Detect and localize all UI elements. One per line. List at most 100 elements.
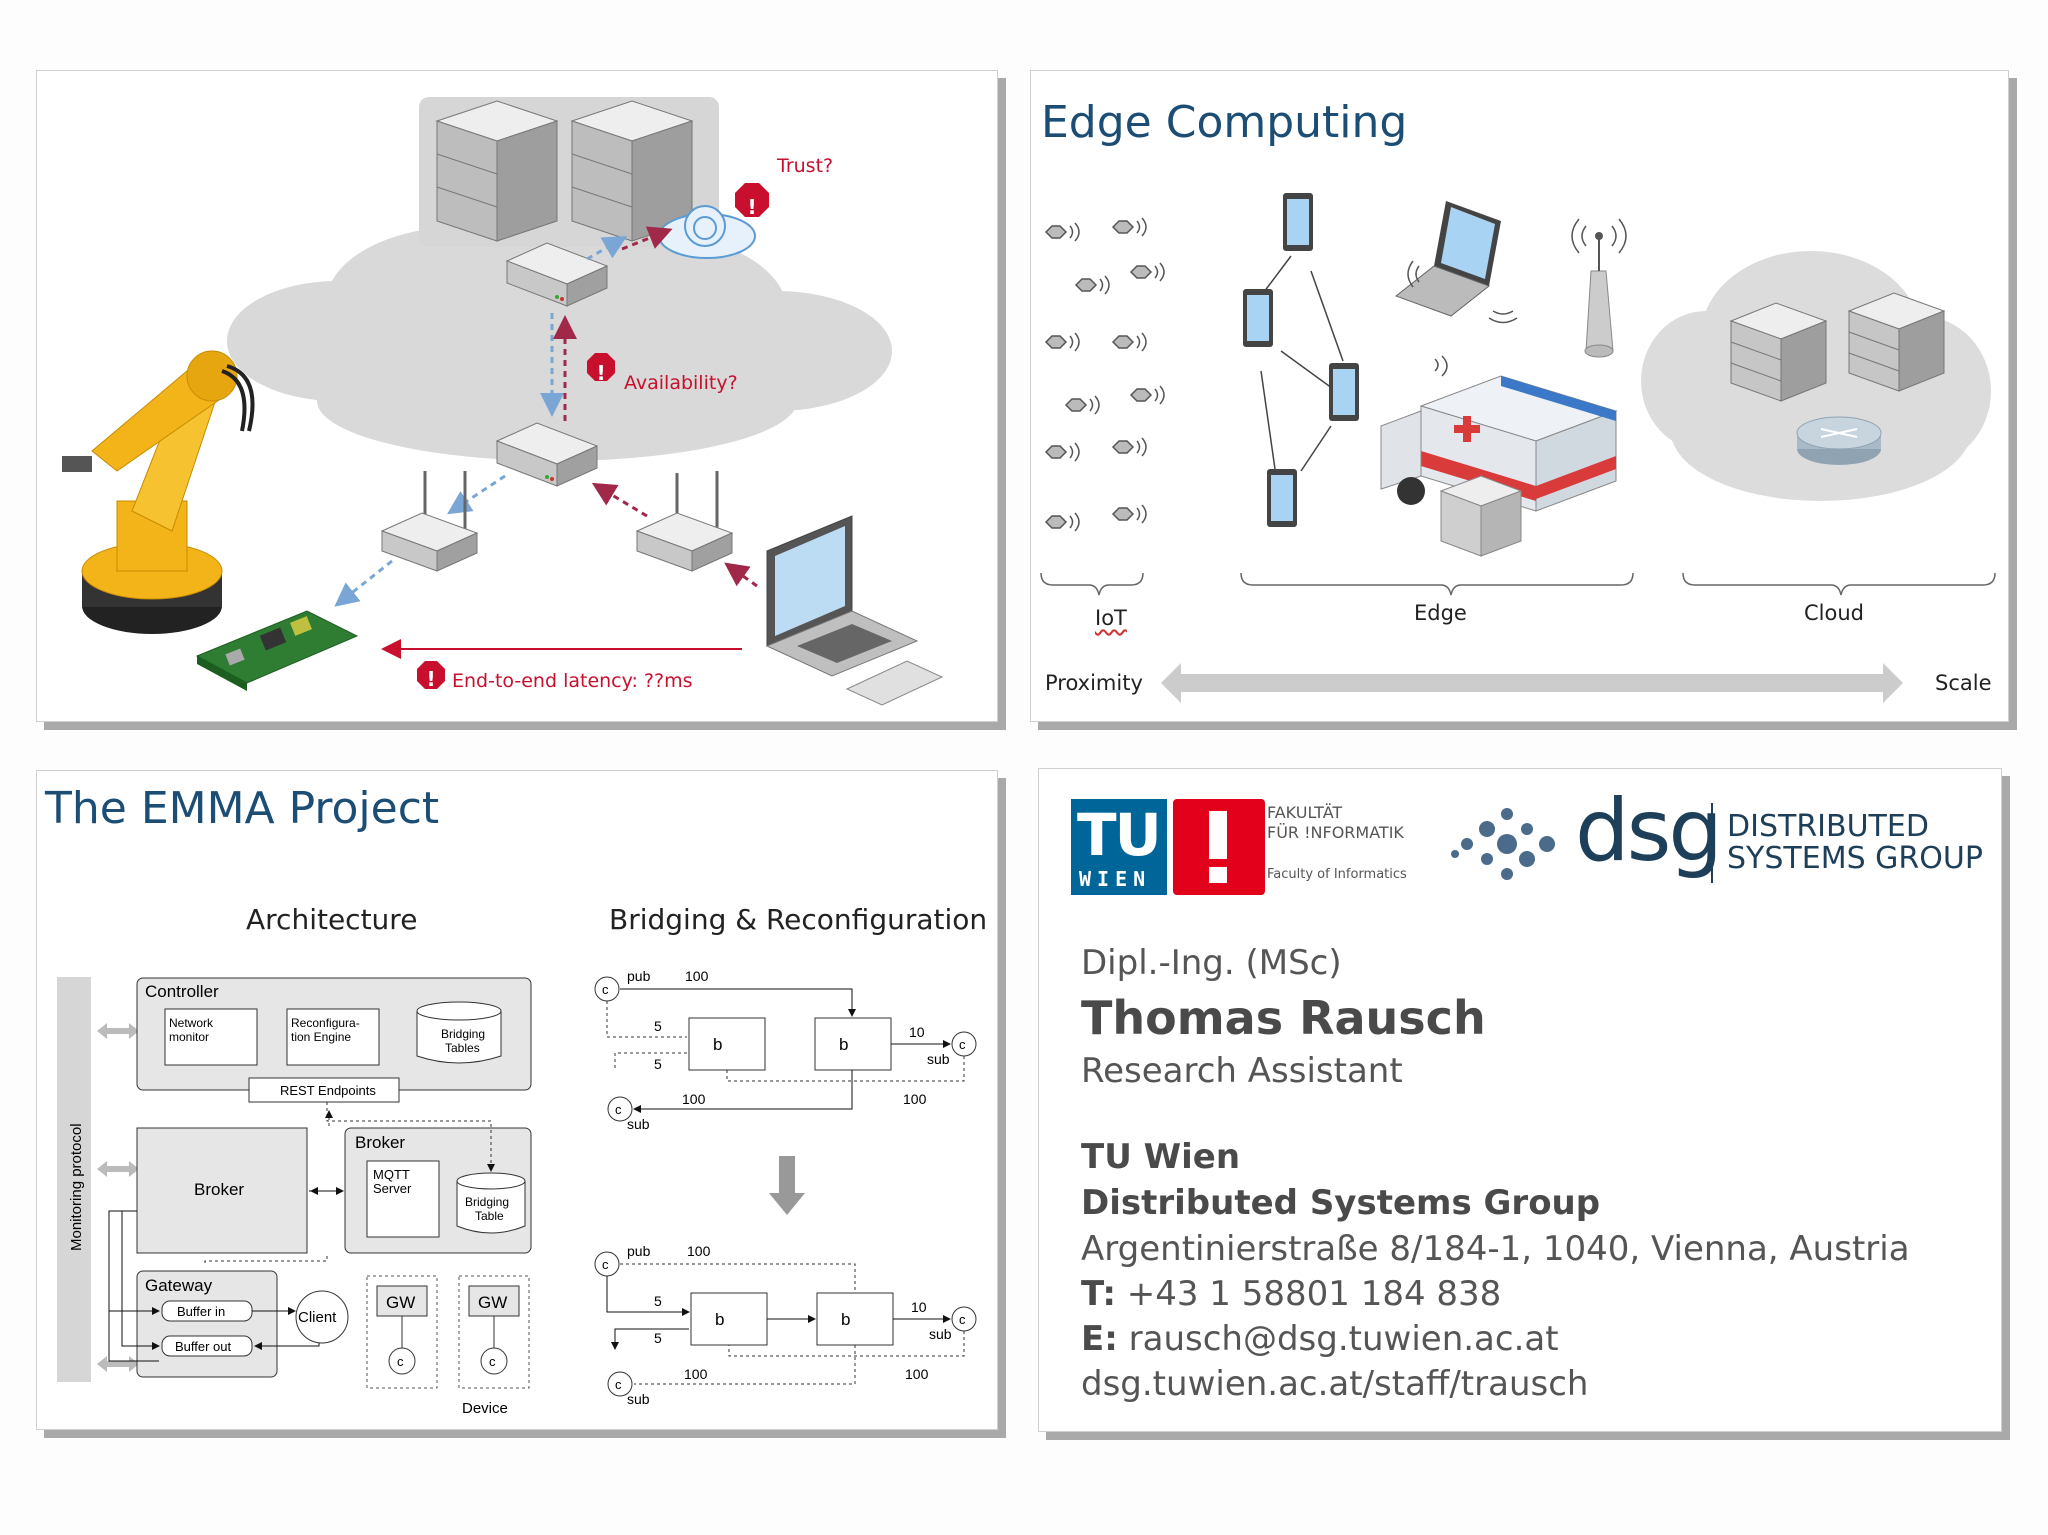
bridging-diagram-after: c pub 100 b b 5 5 10 sub c 100 100 c sub (594, 1243, 977, 1407)
svg-text:10: 10 (909, 1024, 925, 1040)
edge-computing-slide: Edge Computing (1030, 70, 2009, 722)
role: Research Assistant (1081, 1051, 1403, 1091)
svg-text:!: ! (426, 667, 435, 691)
svg-text:Reconfigura-: Reconfigura- (291, 1016, 360, 1030)
informatics-logo (1173, 799, 1265, 895)
svg-text:c: c (959, 1312, 966, 1327)
availability-label: Availability? (624, 372, 738, 394)
access-point-icon (635, 471, 734, 572)
double-arrows (97, 1023, 139, 1372)
svg-text:pub: pub (627, 1243, 651, 1259)
router-icon (505, 242, 609, 307)
svg-text:c: c (602, 1257, 609, 1272)
web-link[interactable]: dsg.tuwien.ac.at/staff/trausch (1081, 1364, 1589, 1404)
org-group: Distributed Systems Group (1081, 1183, 1601, 1223)
svg-text:sub: sub (627, 1391, 650, 1407)
svg-text:Server: Server (373, 1181, 412, 1196)
svg-text:pub: pub (627, 968, 651, 984)
svg-text:100: 100 (685, 968, 709, 984)
database-icon (456, 1172, 526, 1234)
svg-text:Client: Client (298, 1309, 337, 1326)
edge-label: Edge (1414, 601, 1467, 625)
slide-title: The EMMA Project (45, 783, 440, 834)
degree: Dipl.-Ing. (MSc) (1081, 943, 1342, 983)
org-university: TU Wien (1081, 1137, 1241, 1177)
svg-text:sub: sub (929, 1326, 952, 1342)
iot-sensor-icons (1044, 217, 1165, 532)
rest-label: REST Endpoints (280, 1083, 376, 1098)
svg-text:c: c (615, 1377, 622, 1392)
cloud-router-icon (1796, 416, 1882, 465)
phone: T: +43 1 58801 184 838 (1081, 1274, 1502, 1314)
server-rack-icon (1729, 302, 1828, 402)
svg-text:tion Engine: tion Engine (291, 1030, 351, 1044)
logo-divider (1711, 803, 1713, 883)
iot-label: IoT (1095, 606, 1127, 630)
access-point-icon (380, 471, 479, 572)
svg-text:Bridging: Bridging (441, 1027, 485, 1041)
dsg-dots-logo (1451, 808, 1555, 880)
alert-icon: ! (417, 661, 445, 691)
alert-icon: ! (735, 183, 769, 219)
network-diagram: ! Trust? ! Availability? (62, 97, 944, 706)
svg-text:c: c (489, 1354, 496, 1369)
svg-text:100: 100 (684, 1366, 708, 1382)
svg-text:Table: Table (475, 1209, 504, 1223)
emma-project-slide: The EMMA Project Architecture Bridging &… (36, 770, 998, 1430)
circuit-board-icon (195, 610, 359, 691)
database-icon (416, 1001, 502, 1064)
edge-brace (1240, 572, 1634, 596)
proximity-scale-arrow (1161, 663, 1903, 703)
slide-title: Edge Computing (1041, 97, 1408, 148)
svg-text:Buffer out: Buffer out (175, 1339, 232, 1354)
svg-text:100: 100 (905, 1366, 929, 1382)
svg-text:5: 5 (654, 1330, 662, 1346)
antenna-icon (1571, 218, 1627, 358)
svg-text:!: ! (747, 195, 756, 219)
contact-card-slide: TU WIEN FAKULTÄT FÜR !NFORMATIK Faculty … (1038, 768, 2002, 1432)
tablet-icon (1243, 289, 1273, 347)
cloud-ai-icon (658, 205, 756, 259)
svg-text:5: 5 (654, 1018, 662, 1034)
svg-text:GW: GW (478, 1293, 507, 1312)
address: Argentinierstraße 8/184-1, 1040, Vienna,… (1081, 1229, 1910, 1269)
monitoring-label: Monitoring protocol (68, 1123, 85, 1251)
svg-text:b: b (839, 1035, 848, 1054)
dsg-wordmark: dsg (1575, 781, 1723, 881)
svg-text:GW: GW (386, 1293, 415, 1312)
edge-diagram (1040, 193, 1996, 703)
alert-icon: ! (587, 353, 615, 385)
svg-text:10: 10 (911, 1299, 927, 1315)
device-label: Device (462, 1400, 508, 1417)
scale-label: Scale (1935, 671, 1992, 695)
svg-text:c: c (397, 1354, 404, 1369)
ambulance-icon (1380, 355, 1618, 557)
bridging-diagram-before: c pub 100 b b 5 5 10 sub c 100 100 c sub (594, 968, 977, 1132)
person-name: Thomas Rausch (1081, 991, 1486, 1045)
latency-label: End-to-end latency: ??ms (452, 670, 693, 692)
server-rack-icon (1847, 292, 1946, 392)
svg-text:c: c (615, 1102, 622, 1117)
laptop-icon (1394, 201, 1518, 324)
svg-text:5: 5 (654, 1056, 662, 1072)
client-node (295, 1290, 349, 1344)
server-rack-icon (435, 100, 559, 242)
cloud-brace (1682, 572, 1996, 596)
svg-text:b: b (713, 1035, 722, 1054)
email-link[interactable]: E: rausch@dsg.tuwien.ac.at (1081, 1319, 1559, 1359)
svg-text:Broker: Broker (194, 1180, 244, 1199)
mesh-links (1260, 255, 1344, 477)
rest-endpoints-box (248, 1077, 400, 1103)
iot-brace (1040, 572, 1144, 596)
svg-text:Bridging: Bridging (465, 1195, 509, 1209)
router-icon (495, 422, 599, 487)
trust-label: Trust? (776, 155, 833, 177)
controller-label: Controller (145, 982, 219, 1001)
robot-arm-icon (62, 350, 255, 634)
server-rack-icon (570, 100, 694, 242)
svg-text:c: c (959, 1037, 966, 1052)
svg-text:Gateway: Gateway (145, 1276, 213, 1295)
svg-text:100: 100 (687, 1243, 711, 1259)
tablet-icon (1329, 363, 1359, 421)
monitoring-bar (57, 977, 91, 1382)
